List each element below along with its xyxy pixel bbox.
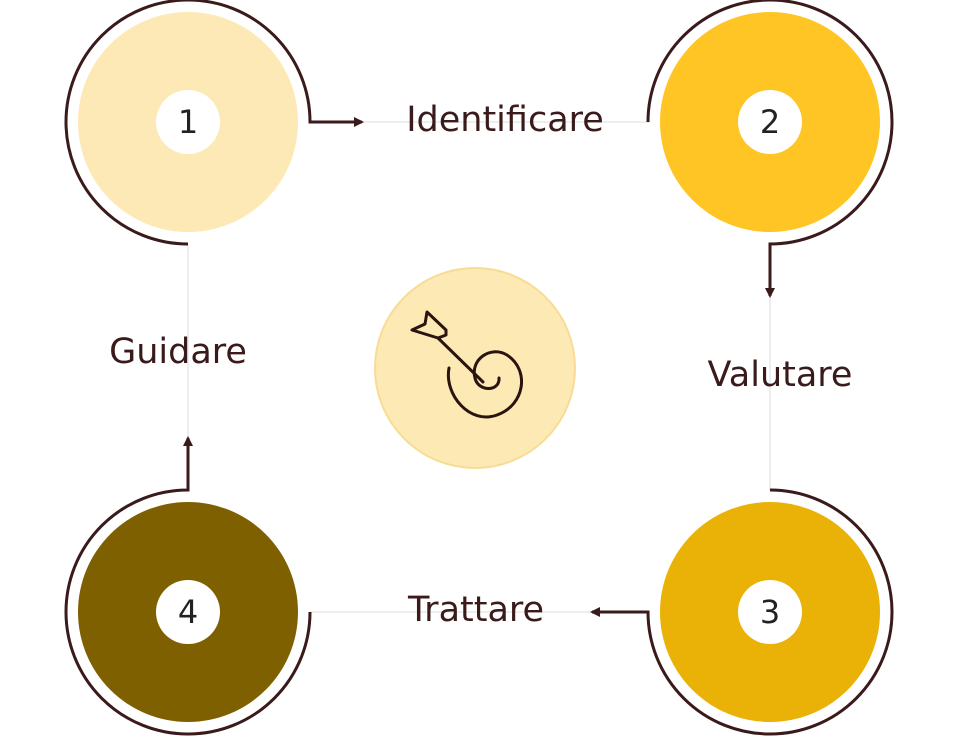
step-3-label: Trattare xyxy=(407,590,545,630)
arrow-1-to-2 xyxy=(64,0,364,246)
step-4-number: 4 xyxy=(156,580,220,644)
step-3-number: 3 xyxy=(738,580,802,644)
target-arrow-icon xyxy=(410,310,523,419)
arrow-2-to-3 xyxy=(646,0,894,298)
arrow-3-to-4 xyxy=(590,488,894,736)
step-2-label: Valutare xyxy=(707,355,853,395)
step-1-label: Identificare xyxy=(406,100,604,140)
step-1-number: 1 xyxy=(156,90,220,154)
step-4-label: Guidare xyxy=(109,332,247,372)
step-2-number: 2 xyxy=(738,90,802,154)
arrow-4-to-1 xyxy=(64,436,312,736)
